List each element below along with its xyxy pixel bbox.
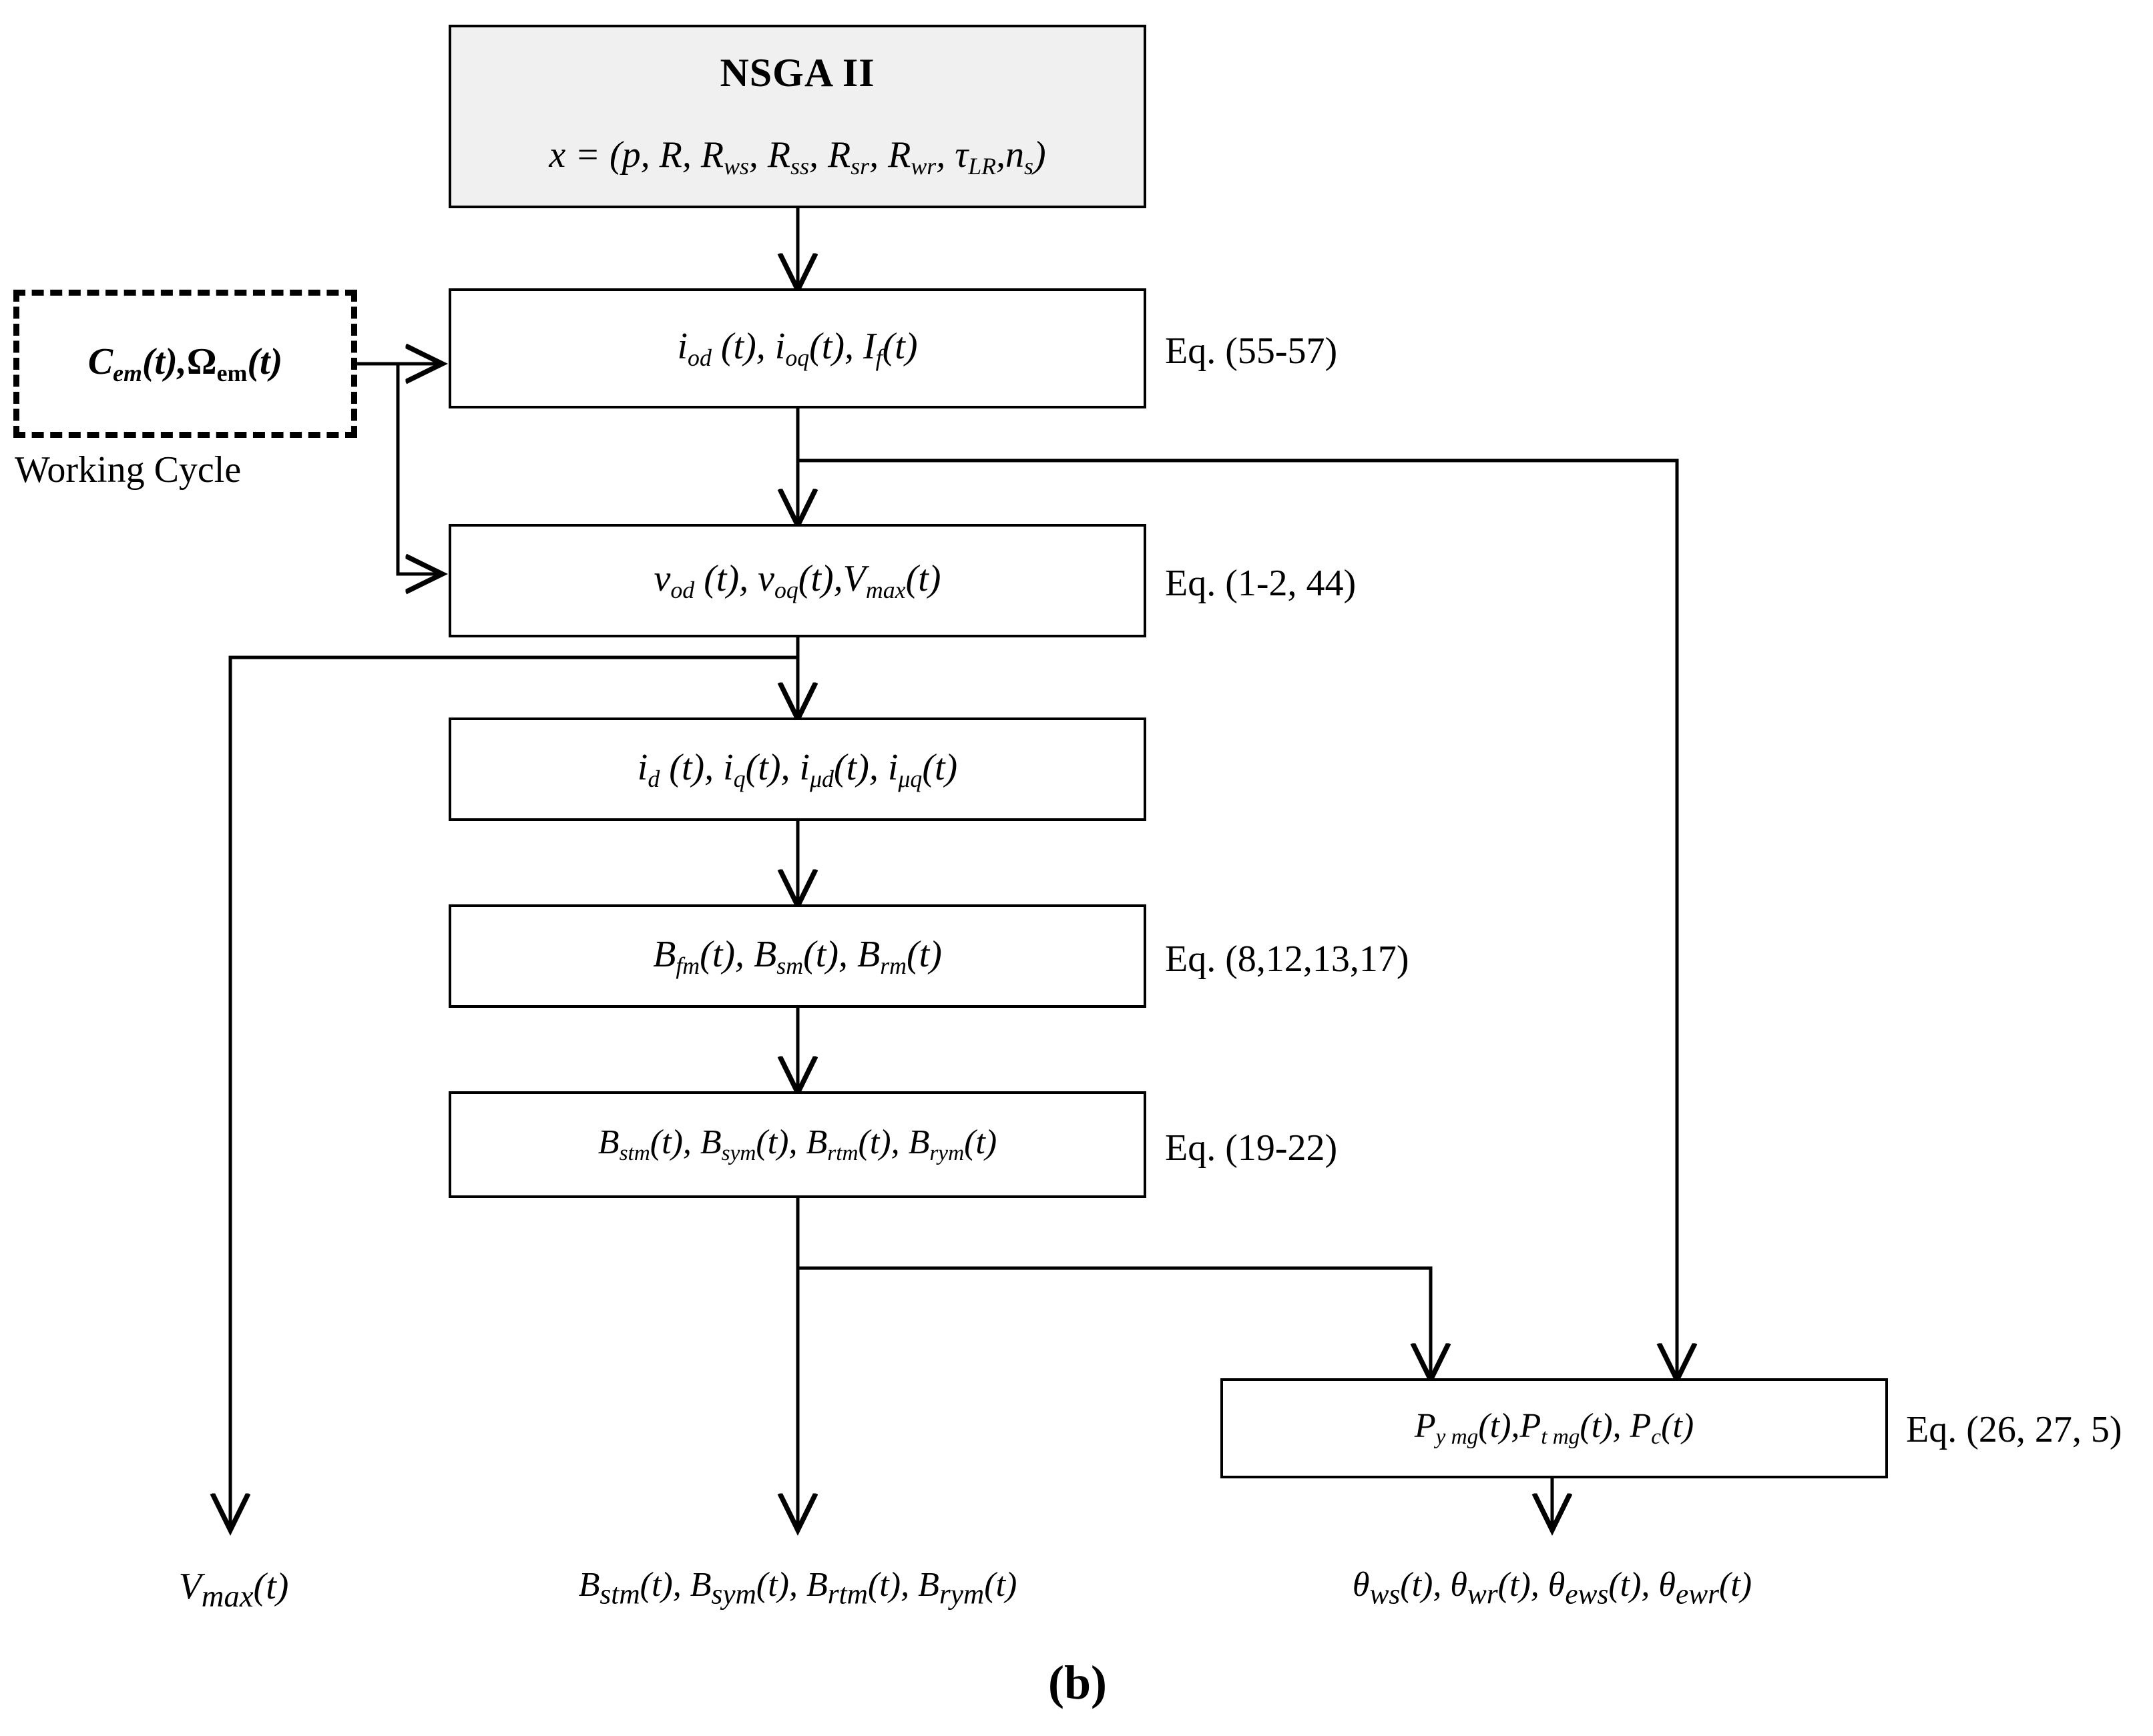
- node-nsga-ii[interactable]: NSGA II x = (p, R, Rws, Rss, Rsr, Rwr, τ…: [449, 25, 1146, 208]
- eq-label-vod: Eq. (1-2, 44): [1165, 563, 1357, 604]
- node-id-currents[interactable]: id (t), iq(t), iμd(t), iμq(t): [449, 717, 1146, 821]
- eq-label-bstm: Eq. (19-22): [1165, 1127, 1338, 1169]
- node-vod[interactable]: vod (t), voq(t),Vmax(t): [449, 524, 1146, 637]
- bfm-expression: Bfm(t), Bsm(t), Brm(t): [653, 933, 942, 979]
- node-bfm[interactable]: Bfm(t), Bsm(t), Brm(t): [449, 904, 1146, 1008]
- output-vmax: Vmax(t): [178, 1566, 289, 1615]
- node-bstm[interactable]: Bstm(t), Bsym(t), Brtm(t), Brym(t): [449, 1091, 1146, 1198]
- iod-expression: iod (t), ioq(t), If(t): [677, 326, 918, 371]
- node-iod[interactable]: iod (t), ioq(t), If(t): [449, 288, 1146, 408]
- node-pymg[interactable]: Py mg(t),Pt mg(t), Pc(t): [1220, 1378, 1888, 1478]
- bstm-expression: Bstm(t), Bsym(t), Brtm(t), Brym(t): [597, 1123, 997, 1166]
- nsga-expression: x = (p, R, Rws, Rss, Rsr, Rwr, τLR,ns): [549, 134, 1046, 180]
- eq-label-bfm: Eq. (8,12,13,17): [1165, 938, 1409, 980]
- figure-caption: (b): [1048, 1656, 1107, 1709]
- eq-label-pymg: Eq. (26, 27, 5): [1906, 1409, 2122, 1450]
- id-expression: id (t), iq(t), iμd(t), iμq(t): [637, 746, 958, 792]
- working-cycle-label: Working Cycle: [15, 449, 242, 491]
- pymg-expression: Py mg(t),Pt mg(t), Pc(t): [1414, 1407, 1694, 1450]
- edge-bstm-to-pymg: [798, 1266, 1431, 1378]
- eq-label-iod: Eq. (55-57): [1165, 330, 1338, 372]
- output-theta: θws(t), θwr(t), θews(t), θewr(t): [1352, 1566, 1752, 1611]
- output-bstm: Bstm(t), Bsym(t), Brtm(t), Brym(t): [578, 1566, 1017, 1611]
- nsga-title: NSGA II: [720, 51, 875, 95]
- edge-wc-to-vod: [396, 364, 441, 574]
- working-cycle-expression: Cem(t),Ωem(t): [87, 341, 283, 386]
- node-working-cycle[interactable]: Cem(t),Ωem(t): [13, 290, 357, 438]
- vod-expression: vod (t), voq(t),Vmax(t): [654, 558, 941, 603]
